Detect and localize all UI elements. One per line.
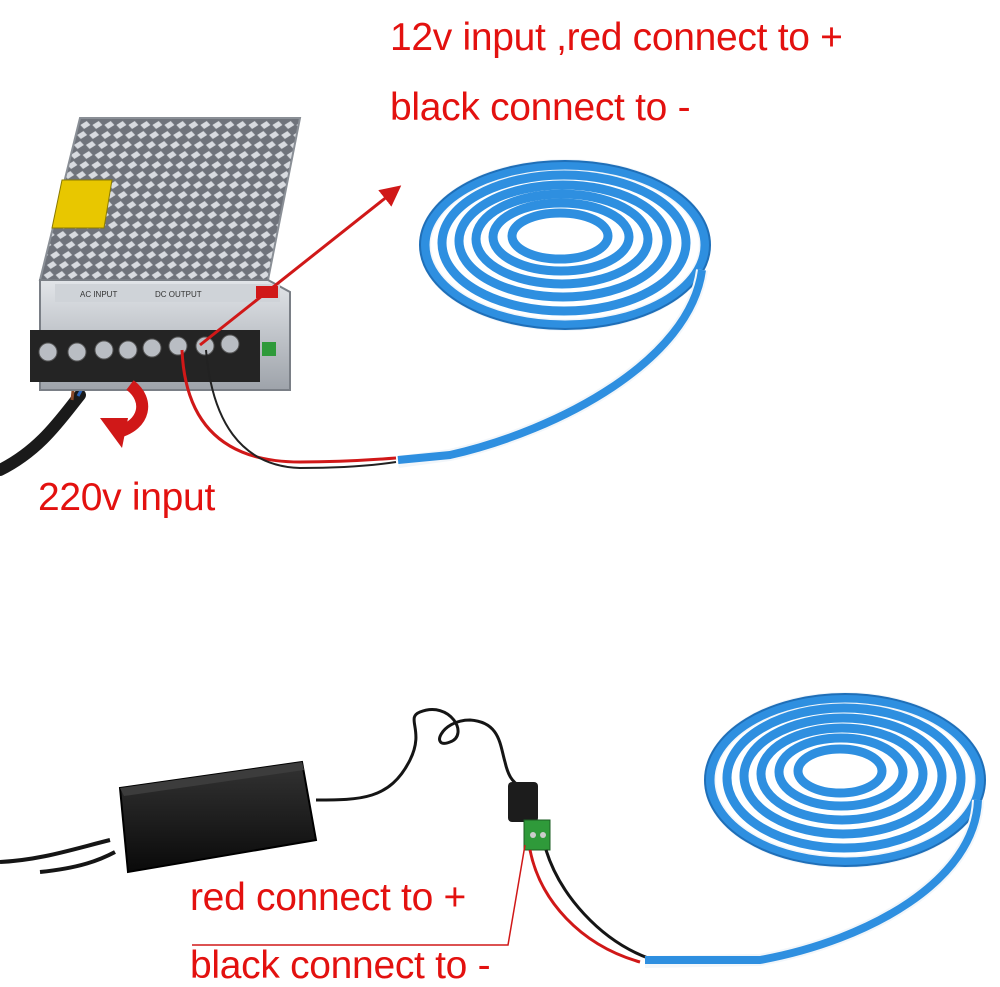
ac-input-label: AC INPUT bbox=[80, 290, 117, 299]
led-strip-coil-icon bbox=[397, 159, 711, 468]
power-supply-unit-icon: AC INPUT DC OUTPUT bbox=[0, 117, 302, 476]
arrow-icon bbox=[199, 185, 402, 347]
top-caption-line2: black connect to - bbox=[390, 86, 691, 129]
dc-output-label: DC OUTPUT bbox=[155, 290, 202, 299]
mains-arrow-icon bbox=[100, 380, 149, 448]
dc-connector-icon bbox=[508, 782, 551, 851]
bottom-caption-line1: red connect to + bbox=[190, 876, 466, 919]
power-adapter-icon bbox=[0, 708, 521, 874]
led-strip-coil-bottom-icon bbox=[644, 692, 986, 968]
bottom-caption-line2: black connect to - bbox=[190, 944, 491, 987]
mains-input-caption: 220v input bbox=[38, 476, 215, 519]
top-caption-line1: 12v input ,red connect to + bbox=[390, 16, 843, 59]
